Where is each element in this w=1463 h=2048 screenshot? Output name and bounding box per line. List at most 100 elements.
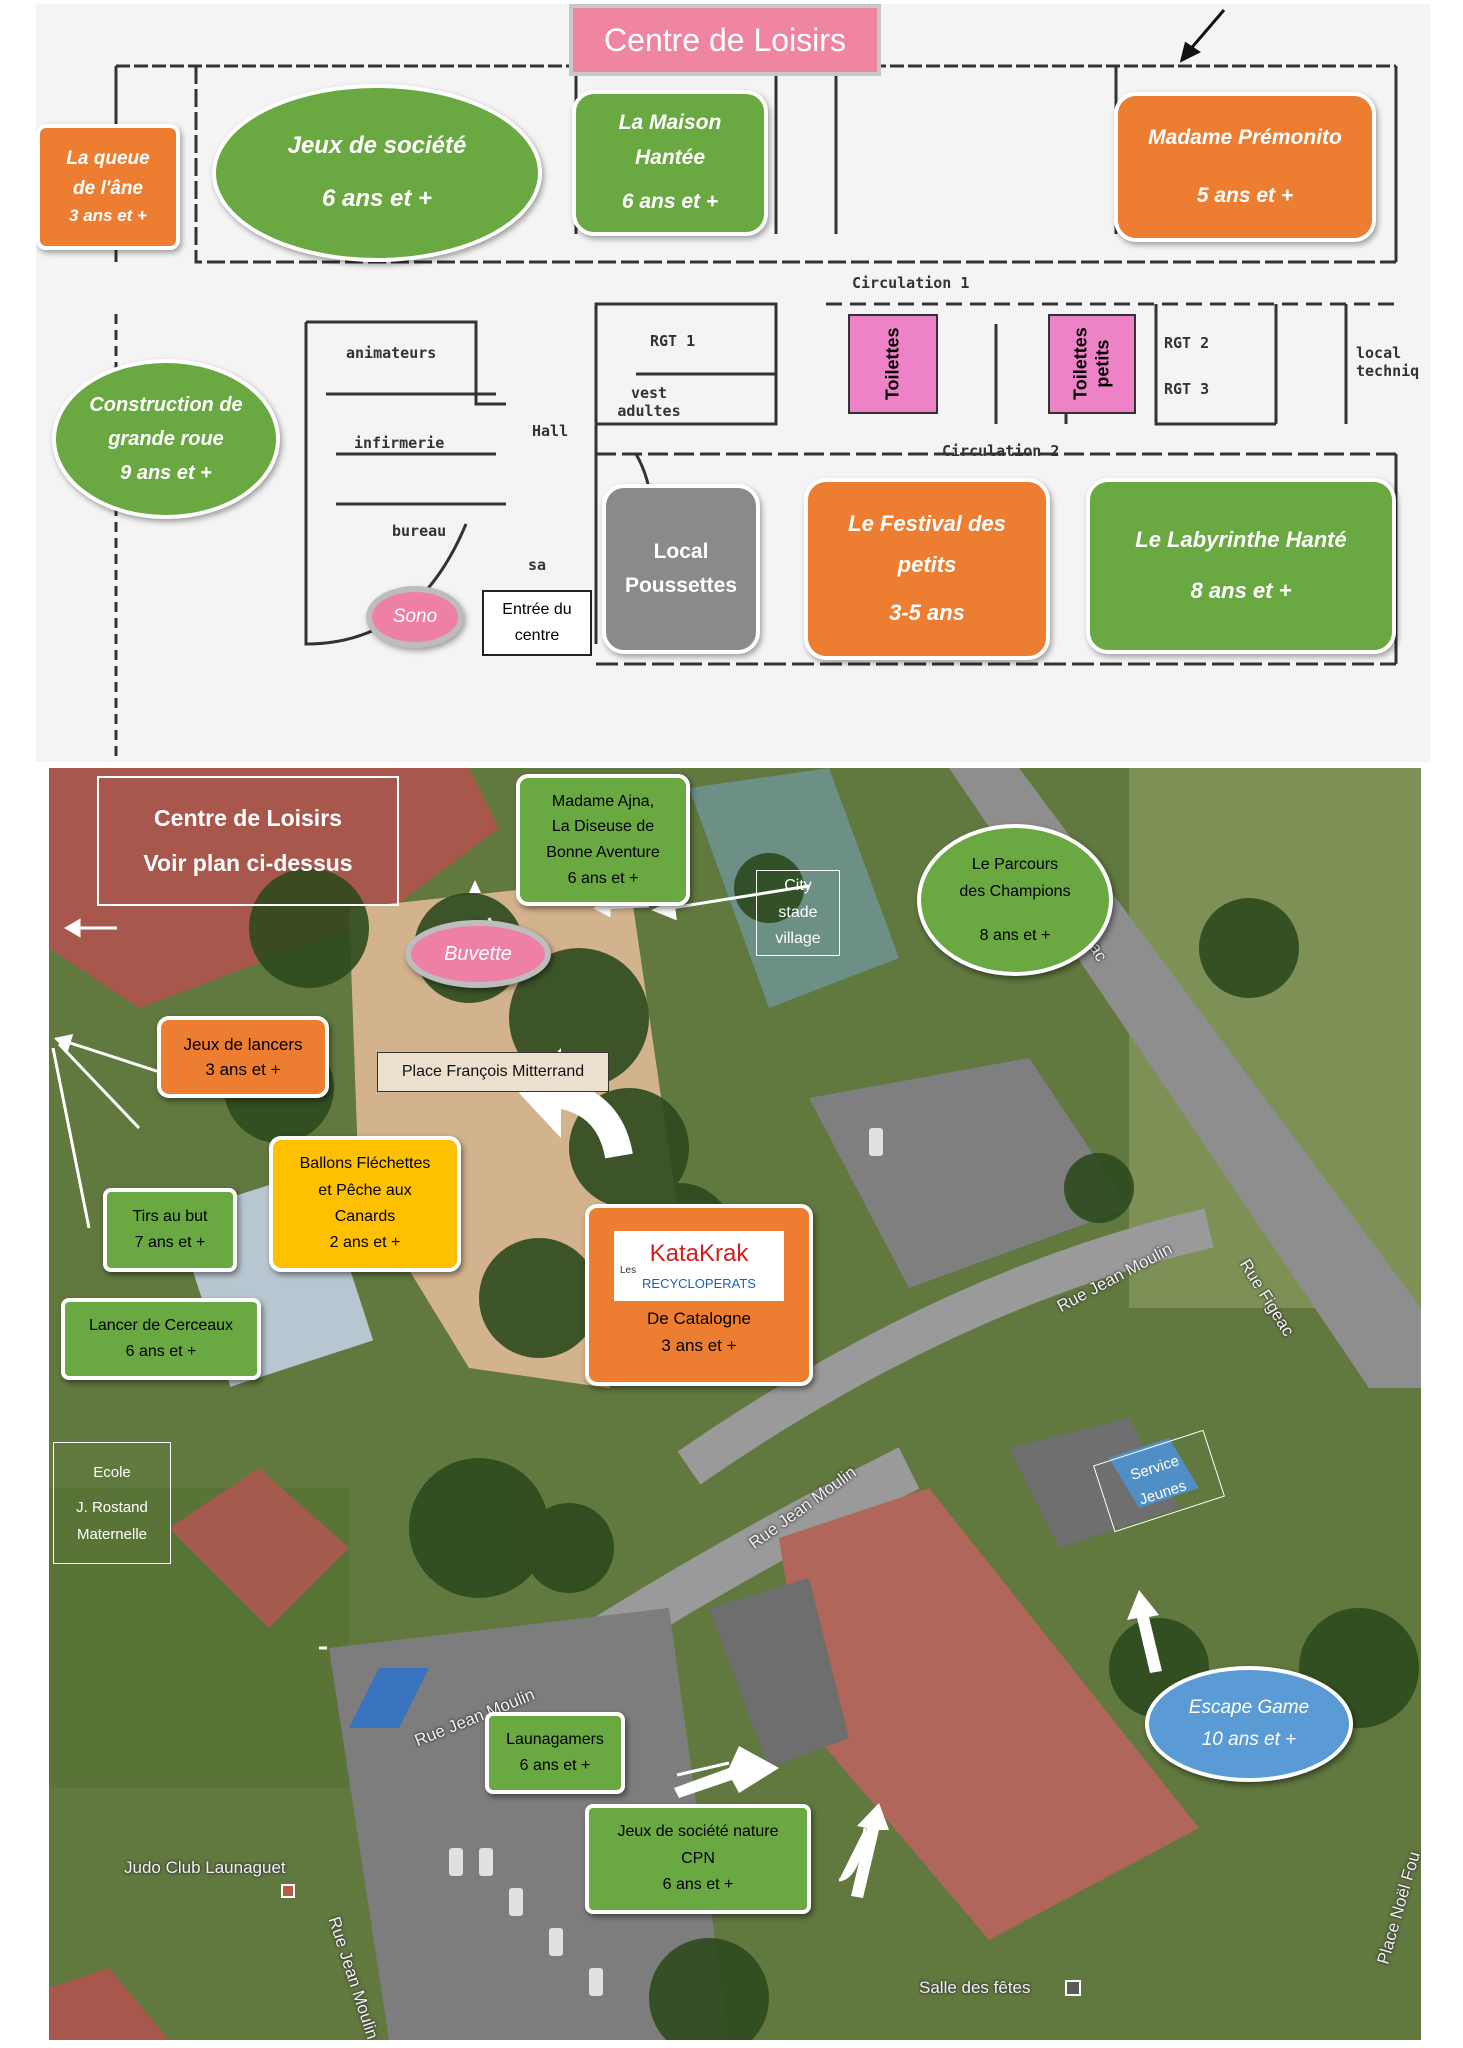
activity-age: 6 ans et + [621,190,719,214]
activity-age: 3 ans et + [69,206,147,226]
activity-premonito[interactable]: Madame Prémonito 5 ans et + [1114,92,1376,242]
katakrak-logo-word2: RECYCLOPERATS [642,1275,756,1291]
activity-age: 3 ans et + [661,1336,737,1355]
activity-age: 3-5 ans [889,600,965,626]
aerial-map: Figeac Rue Figeac Rue Jean Moulin Rue Je… [49,768,1421,2040]
toilettes-label: Toilettes [882,327,903,401]
animateurs-label: animateurs [346,344,437,362]
infirmerie-label: infirmerie [354,434,445,452]
vest-adultes-label: vest adultes [617,384,681,420]
toilettes-petits-label: Toilettes petits [1070,327,1112,401]
activity-age: 2 ans et + [329,1234,401,1252]
activity-age: 5 ans et + [1196,184,1294,207]
local-technique-label: local techniq [1356,344,1420,380]
rgt3-label: RGT 3 [1164,380,1210,398]
activity-jeux-nature[interactable]: Jeux de société nature CPN 6 ans et + [585,1804,811,1914]
plan-title: Centre de Loisirs [569,4,881,76]
activity-grande-roue[interactable]: Construction de grande roue 9 ans et + [52,359,280,519]
activity-jeux-lancers[interactable]: Jeux de lancers 3 ans et + [157,1016,329,1098]
activity-age: 9 ans et + [120,462,212,484]
activity-title: Le Labyrinthe Hanté [1135,527,1347,553]
activity-age: 10 ans et + [1201,1729,1297,1750]
activity-title: Launagamers [506,1730,604,1748]
ecole-line: J. Rostand [76,1498,148,1516]
ecole-line: Maternelle [76,1525,148,1543]
activity-age: 6 ans et + [662,1876,734,1894]
activity-age: 6 ans et + [321,185,433,212]
city-stade-line: City [784,877,812,895]
activity-escape-game[interactable]: Escape Game 10 ans et + [1145,1666,1353,1782]
place-mitterrand-label: Place François Mitterrand [377,1052,609,1092]
sa-label: sa [528,556,547,574]
activity-ballons[interactable]: Ballons Fléchettes et Pêche aux Canards … [269,1136,461,1272]
activity-age: 6 ans et + [519,1757,591,1774]
activity-line: des Champions [959,883,1071,901]
sono[interactable]: Sono [366,586,464,648]
city-stade-line: stade [778,903,818,921]
rgt1-label: RGT 1 [650,332,696,350]
entree-centre: Entrée du centre [482,590,592,656]
activity-madame-ajna[interactable]: Madame Ajna, La Diseuse de Bonne Aventur… [516,774,690,906]
activity-title: Jeux de société [287,132,467,160]
activity-line: Canards [334,1208,396,1225]
activity-katakrak[interactable]: KataKrak Les RECYCLOPERATS De Catalogne … [585,1204,813,1386]
katakrak-logo-word: KataKrak [649,1240,749,1268]
activity-age: 8 ans et + [979,926,1051,944]
activity-age: 8 ans et + [1190,578,1292,603]
activity-line: CPN [681,1849,715,1867]
activity-launagamers[interactable]: Launagamers 6 ans et + [485,1712,625,1794]
ecole-box: Ecole J. Rostand Maternelle [53,1442,171,1564]
activity-line: Bonne Aventure [546,844,660,861]
activity-line: et Pêche aux [318,1181,412,1199]
sono-label: Sono [392,606,438,628]
buvette-label: Buvette [444,942,512,965]
rgt2-label: RGT 2 [1164,334,1210,352]
centre-title: Centre de Loisirs [154,805,342,832]
circulation-1-label: Circulation 1 [852,274,970,292]
city-stade-box: City stade village [756,870,840,956]
judo-marker-icon [281,1884,295,1898]
activity-line: Ballons Fléchettes [299,1155,431,1173]
activity-title: Escape Game [1188,1696,1310,1718]
activity-title: Madame Prémonito [1148,125,1342,149]
activity-title: La Maison Hantée [618,111,722,169]
circulation-2-label: Circulation 2 [942,442,1060,460]
ecole-line: Ecole [93,1463,131,1481]
centre-loisirs-box[interactable]: Centre de Loisirs Voir plan ci-dessus [97,776,399,906]
activity-line: Le Parcours [971,856,1059,874]
activity-line: La Diseuse de [551,818,655,836]
katakrak-logo: KataKrak Les RECYCLOPERATS [614,1230,784,1301]
toilettes: Toilettes [848,314,938,414]
activity-lancer-cerceaux[interactable]: Lancer de Cerceaux 6 ans et + [61,1298,261,1380]
activity-maison-hantee[interactable]: La Maison Hantée 6 ans et + [572,90,768,236]
activity-festival-petits[interactable]: Le Festival des petits 3-5 ans [804,478,1050,660]
toilettes-petits: Toilettes petits [1048,314,1136,414]
buvette[interactable]: Buvette [405,920,551,988]
activity-age: 7 ans et + [134,1234,206,1251]
activity-title: De Catalogne [647,1308,751,1328]
activity-labyrinthe[interactable]: Le Labyrinthe Hanté 8 ans et + [1086,478,1396,654]
activity-parcours-champions[interactable]: Le Parcours des Champions 8 ans et + [917,824,1113,976]
bureau-label: bureau [392,522,447,540]
activity-line: Jeux de société nature [617,1823,779,1841]
activity-jeux-societe[interactable]: Jeux de société 6 ans et + [212,84,542,262]
activity-line: Madame Ajna, [551,792,655,810]
hall-label: Hall [532,422,569,440]
activity-title: Construction de grande roue [89,394,243,450]
activity-tirs-but[interactable]: Tirs au but 7 ans et + [103,1188,237,1272]
poi-judo: Judo Club Launaguet [124,1858,286,1877]
activity-title: Jeux de lancers [183,1034,303,1054]
poi-salle: Salle des fêtes [919,1978,1031,1997]
activity-age: 6 ans et + [125,1343,197,1360]
centre-subtitle: Voir plan ci-dessus [143,850,353,876]
local-poussettes: Local Poussettes [602,484,760,654]
activity-title: Le Festival des petits [848,510,1006,577]
local-poussettes-title: Local Poussettes [624,540,738,597]
activity-queue-ane[interactable]: La queue de l'âne 3 ans et + [36,124,180,250]
activity-age: 3 ans et + [205,1060,281,1079]
entree-label: Entrée du centre [502,601,572,644]
city-stade-line: village [775,930,821,948]
katakrak-logo-small: Les [620,1265,637,1277]
salle-marker-icon [1065,1980,1081,1996]
floor-plan: Circulation 1 Circulation 2 animateurs i… [36,4,1430,762]
